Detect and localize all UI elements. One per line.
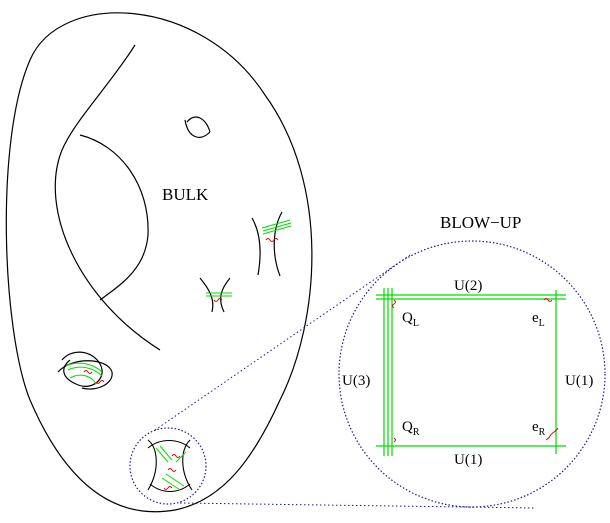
bulk-inner-curve	[54, 44, 161, 351]
brane-cluster-left	[57, 351, 113, 390]
blowup-circle	[338, 240, 606, 508]
brane-top-u2	[376, 294, 566, 300]
label-el: eL	[532, 310, 545, 329]
brane-stack-lower-right	[199, 277, 232, 313]
label-bottom-u1: U(1)	[454, 452, 482, 468]
string-ql	[392, 299, 396, 309]
blowup-label: BLOW−UP	[440, 213, 521, 232]
handle-feature	[184, 116, 211, 138]
brane-stack-upper-right	[251, 211, 292, 277]
string-er	[545, 427, 559, 441]
label-ql: QL	[402, 310, 419, 329]
blowup-source-circle	[129, 427, 207, 505]
label-qr: QR	[402, 419, 420, 438]
label-er: eR	[532, 419, 546, 438]
brane-intersection-small	[147, 439, 193, 493]
label-top-u2: U(2)	[454, 278, 482, 294]
brane-left-u3	[383, 288, 393, 456]
string-qr	[393, 437, 396, 443]
bulk-inner-branch	[79, 134, 149, 301]
string-el	[543, 298, 553, 302]
bulk-label: BULK	[162, 185, 209, 204]
label-right-u1: U(1)	[565, 373, 593, 389]
label-left-u3: U(3)	[342, 373, 370, 389]
brane-box	[376, 288, 566, 456]
projection-line-lower	[179, 502, 537, 509]
projection-line-upper	[154, 254, 411, 431]
bulk-outline	[5, 12, 313, 513]
